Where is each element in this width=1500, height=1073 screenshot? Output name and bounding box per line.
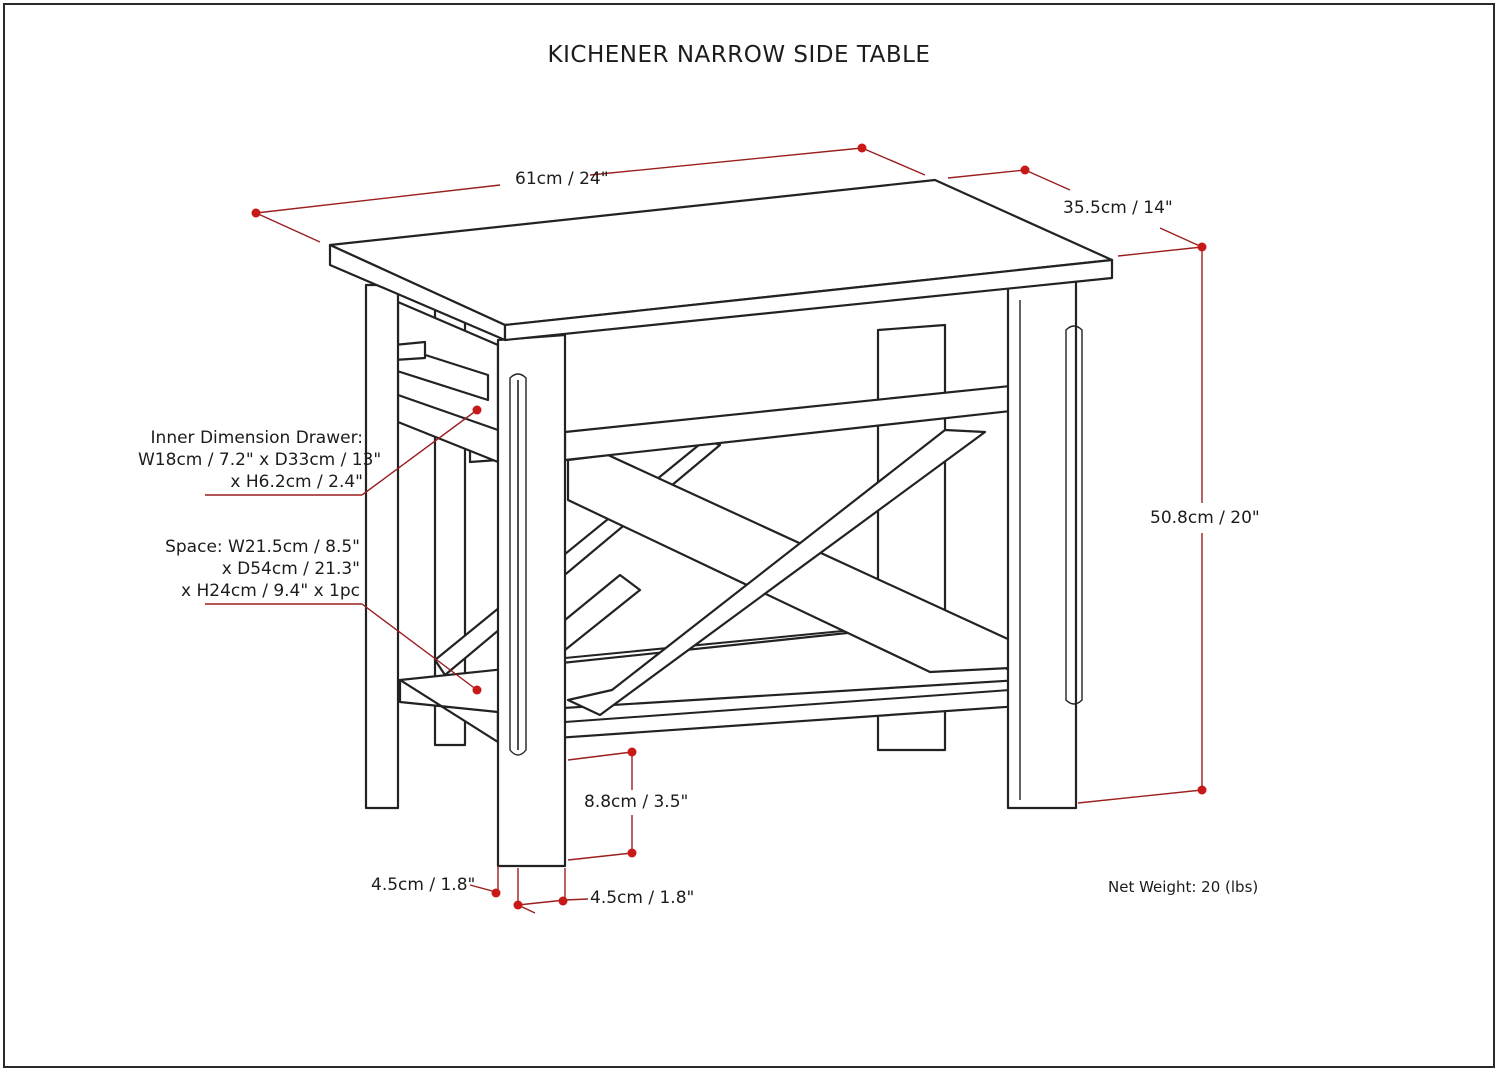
depth-label: 35.5cm / 14" xyxy=(1063,198,1173,218)
width-label: 61cm / 24" xyxy=(515,169,609,189)
height-label: 50.8cm / 20" xyxy=(1150,508,1260,528)
net-weight: Net Weight: 20 (lbs) xyxy=(1108,878,1259,896)
dimension-lines xyxy=(205,147,1203,914)
leg-width-label: 4.5cm / 1.8" xyxy=(590,888,695,908)
table-top xyxy=(328,178,1114,342)
side-drawer-panel xyxy=(392,300,500,464)
drawer-dimension-callout: Inner Dimension Drawer: W18cm / 7.2" x D… xyxy=(138,428,381,492)
space-dimension-callout: Space: W21.5cm / 8.5" x D54cm / 21.3" x … xyxy=(165,537,360,601)
page-title: KICHENER NARROW SIDE TABLE xyxy=(547,42,931,68)
front-leg-left xyxy=(364,283,567,868)
front-x-brace xyxy=(563,428,1012,717)
dimension-points xyxy=(251,143,1207,910)
front-leg-right xyxy=(1006,278,1083,810)
shelf-clearance-label: 8.8cm / 3.5" xyxy=(584,792,689,812)
diagram-frame xyxy=(3,3,1495,1068)
leg-depth-label: 4.5cm / 1.8" xyxy=(371,875,476,895)
